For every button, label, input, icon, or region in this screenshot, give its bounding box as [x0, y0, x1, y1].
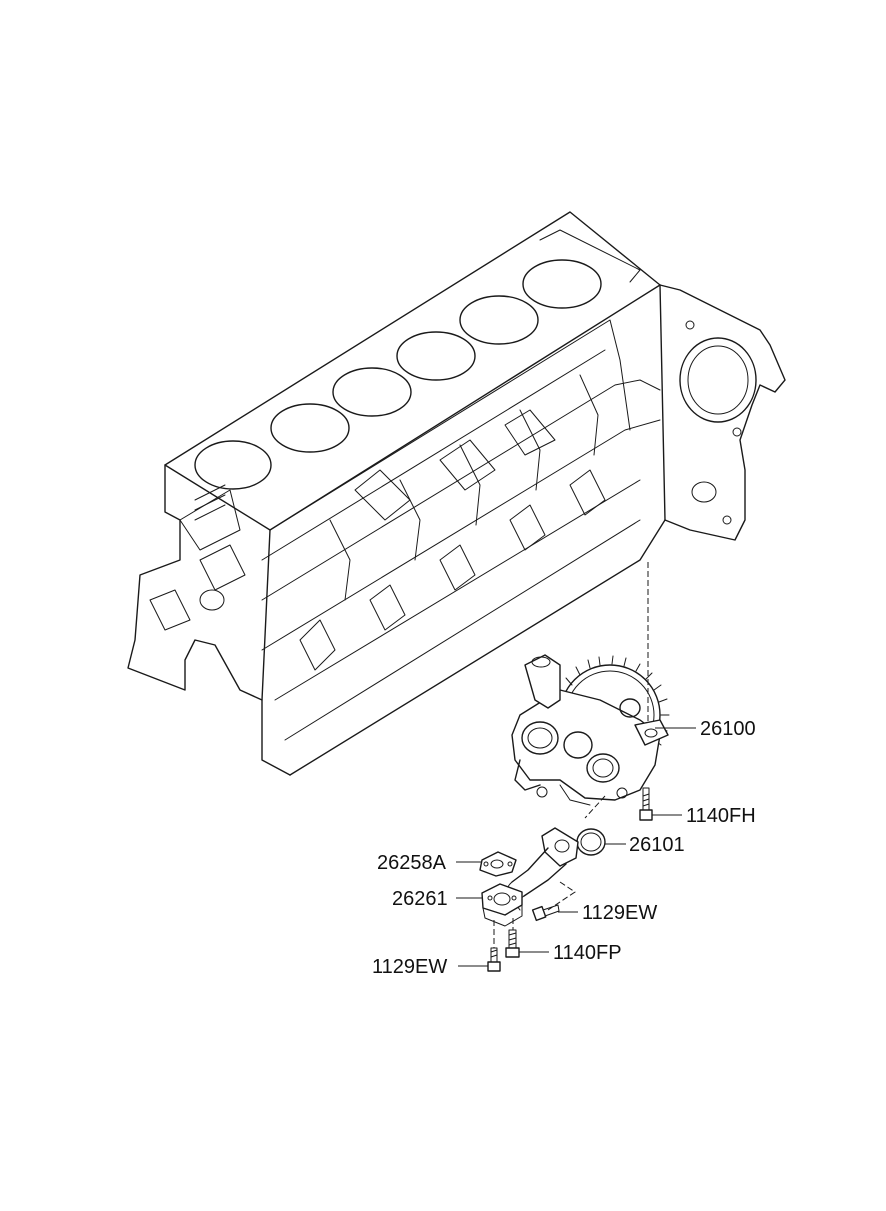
gasket-26258a	[479, 851, 517, 877]
engine-block	[127, 211, 786, 776]
oil-pump-assembly	[511, 654, 670, 806]
label-1129ew-lower: 1129EW	[372, 956, 447, 978]
label-1140fh: 1140FH	[686, 805, 756, 827]
bolt-1140fh	[639, 787, 653, 821]
label-26100: 26100	[700, 718, 756, 740]
label-1140fp: 1140FP	[553, 942, 622, 964]
bolt-1129ew-lower	[487, 947, 501, 972]
flange-26261	[481, 883, 523, 927]
label-26101: 26101	[629, 834, 685, 856]
label-26258a: 26258A	[377, 852, 447, 874]
bolt-1129ew-upper	[531, 904, 560, 922]
bolt-1140fp	[505, 929, 520, 958]
label-1129ew-upper: 1129EW	[582, 902, 657, 924]
label-26261: 26261	[392, 888, 448, 910]
alignment-line-pump-pipe	[584, 795, 606, 819]
alignment-line-pipe-bolt	[547, 881, 576, 911]
